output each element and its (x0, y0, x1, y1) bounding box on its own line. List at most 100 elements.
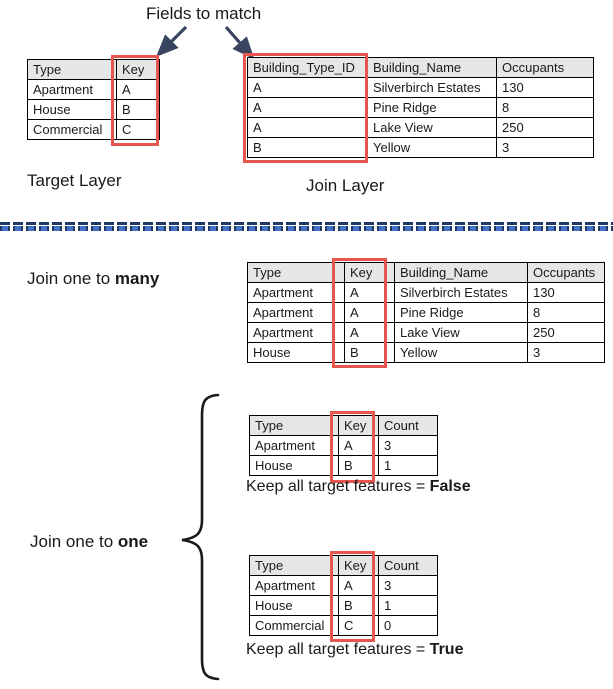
column-header: Key (344, 262, 395, 283)
table-cell: A (247, 77, 368, 98)
table-cell: Silverbirch Estates (394, 282, 528, 303)
table-cell: A (338, 575, 379, 596)
label-bold-text: one (117, 532, 149, 551)
table-cell: C (338, 615, 379, 636)
caption-bold-text: False (429, 478, 471, 495)
table-cell: Apartment (247, 302, 345, 323)
arrow-to-target-key (156, 25, 188, 57)
target-layer-label: Target Layer (27, 171, 122, 190)
table-cell: B (338, 455, 379, 476)
column-header: Key (116, 59, 160, 80)
table-cell: 8 (527, 302, 605, 323)
table-cell: House (247, 342, 345, 363)
keep-false-caption: Keep all target features = False (246, 478, 471, 496)
column-header: Type (249, 555, 339, 576)
table-cell: 3 (378, 435, 438, 456)
column-header: Building_Name (367, 57, 497, 78)
table-cell: Pine Ridge (367, 97, 497, 118)
caption-bold-text: True (429, 641, 464, 658)
column-header: Count (378, 555, 438, 576)
join-one-to-one-label: Join one to one (30, 532, 148, 552)
table-cell: A (247, 97, 368, 118)
table-cell: A (344, 322, 395, 343)
table-cell: 0 (378, 615, 438, 636)
table-cell: Commercial (27, 119, 117, 140)
table-cell: Apartment (247, 282, 345, 303)
table-cell: Yellow (367, 137, 497, 158)
column-header: Occupants (527, 262, 605, 283)
table-cell: Yellow (394, 342, 528, 363)
fields-to-match-arrows (156, 25, 255, 60)
table-cell: A (344, 282, 395, 303)
column-header: Type (249, 415, 339, 436)
table-cell: Apartment (249, 435, 339, 456)
table-cell: A (116, 79, 160, 100)
table-cell: Pine Ridge (394, 302, 528, 323)
table-cell: B (116, 99, 160, 120)
table-cell: Lake View (367, 117, 497, 138)
table-cell: Lake View (394, 322, 528, 343)
label-text: Join one to (30, 532, 118, 551)
column-header: Key (338, 555, 379, 576)
column-header: Key (338, 415, 379, 436)
table-cell: Commercial (249, 615, 339, 636)
table-cell: House (249, 455, 339, 476)
table-cell: Apartment (27, 79, 117, 100)
curly-brace (181, 393, 220, 681)
table-cell: B (247, 137, 368, 158)
fields-to-match-title: Fields to match (146, 4, 262, 23)
table-cell: Apartment (247, 322, 345, 343)
table-cell: C (116, 119, 160, 140)
table-cell: Silverbirch Estates (367, 77, 497, 98)
arrow-to-join-key (224, 25, 255, 60)
join-layer-label: Join Layer (306, 176, 385, 195)
table-cell: A (338, 435, 379, 456)
section-divider-dashed-line (0, 222, 613, 231)
column-header: Count (378, 415, 438, 436)
caption-text: Keep all target features = (246, 478, 430, 495)
table-cell: 3 (527, 342, 605, 363)
table-cell: 130 (496, 77, 594, 98)
table-cell: A (247, 117, 368, 138)
table-cell: House (27, 99, 117, 120)
table-cell: 3 (496, 137, 594, 158)
table-cell: B (344, 342, 395, 363)
table-cell: A (344, 302, 395, 323)
table-cell: 250 (496, 117, 594, 138)
table-cell: 1 (378, 455, 438, 476)
table-cell: House (249, 595, 339, 616)
column-header: Occupants (496, 57, 594, 78)
table-cell: 1 (378, 595, 438, 616)
table-cell: B (338, 595, 379, 616)
column-header: Type (27, 59, 117, 80)
column-header: Building_Name (394, 262, 528, 283)
table-cell: 3 (378, 575, 438, 596)
table-cell: Apartment (249, 575, 339, 596)
column-header: Type (247, 262, 345, 283)
caption-text: Keep all target features = (246, 641, 430, 658)
join-one-to-many-label: Join one to many (27, 269, 159, 289)
table-cell: 8 (496, 97, 594, 118)
